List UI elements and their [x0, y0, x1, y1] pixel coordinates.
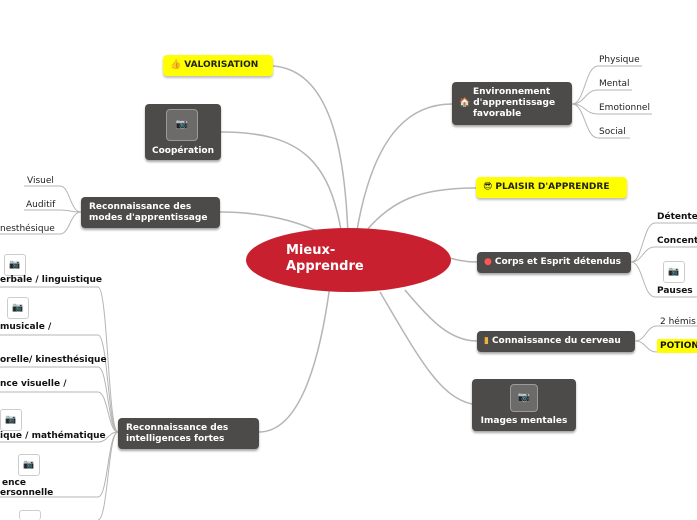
leaf-pauses[interactable]: Pauses: [657, 286, 693, 296]
leaf-emotionnel[interactable]: Emotionnel: [599, 103, 650, 113]
leaf-auditif[interactable]: Auditif: [26, 200, 56, 210]
image-placeholder-icon: 📷: [7, 297, 29, 319]
node-images-mentales[interactable]: 📷 Images mentales: [472, 379, 576, 431]
leaf-mental[interactable]: Mental: [599, 79, 630, 89]
leaf-visuelle[interactable]: nce visuelle /: [0, 379, 67, 389]
node-cerveau-label: Connaissance du cerveau: [491, 336, 621, 346]
node-images-mentales-label: Images mentales: [480, 416, 568, 426]
image-placeholder-icon: 📷: [166, 109, 198, 141]
leaf-visuel[interactable]: Visuel: [27, 176, 54, 186]
node-cooperation[interactable]: 📷 Coopération: [145, 104, 221, 160]
node-valorisation-label: VALORISATION: [184, 60, 259, 70]
node-environnement-line3: favorable: [473, 109, 522, 119]
image-placeholder-icon: 📷: [663, 261, 685, 283]
leaf-kinesthesique[interactable]: nesthésique: [0, 224, 55, 234]
leaf-detente[interactable]: Détente: [657, 212, 697, 222]
devil-face-icon: ●: [484, 257, 492, 267]
image-placeholder-icon: [19, 510, 41, 520]
thumbs-up-icon: 👍: [170, 60, 182, 70]
leaf-musicale[interactable]: musicale /: [0, 322, 52, 332]
node-intelligences-line1: Reconnaissance des: [126, 423, 229, 433]
node-corps[interactable]: ●Corps et Esprit détendus: [477, 252, 631, 273]
image-placeholder-icon: 📷: [18, 454, 40, 476]
leaf-social[interactable]: Social: [599, 127, 626, 137]
central-topic[interactable]: Mieux- Apprendre: [246, 228, 451, 292]
image-placeholder-icon: 📷: [510, 384, 538, 412]
image-placeholder-icon: 📷: [0, 409, 22, 431]
node-intelligences[interactable]: Reconnaissance des intelligences fortes: [118, 418, 259, 449]
central-topic-line2: Apprendre: [286, 259, 364, 274]
node-cerveau[interactable]: ▮Connaissance du cerveau: [477, 331, 635, 352]
leaf-hemispheres[interactable]: 2 hémis: [660, 317, 696, 327]
node-plaisir[interactable]: 😎PLAISIR D'APPRENDRE: [476, 177, 627, 198]
leaf-physique[interactable]: Physique: [599, 55, 640, 65]
node-valorisation[interactable]: 👍VALORISATION: [163, 55, 273, 76]
node-corps-label: Corps et Esprit détendus: [494, 257, 622, 267]
leaf-logique[interactable]: ique / mathématique: [0, 431, 106, 441]
node-modes[interactable]: Reconnaissance des modes d'apprentissage: [81, 197, 220, 228]
sunglasses-icon: 😎: [483, 182, 493, 192]
node-cooperation-label: Coopération: [151, 146, 214, 156]
node-environnement-line1: Environnement: [473, 87, 551, 97]
central-topic-line1: Mieux-: [286, 243, 336, 258]
node-modes-line1: Reconnaissance des: [89, 202, 192, 212]
note-icon: ▮: [484, 336, 489, 346]
image-placeholder-icon: 📷: [4, 254, 26, 276]
node-environnement-line2: d'apprentissage: [473, 98, 556, 108]
leaf-corporelle[interactable]: orelle/ kinesthésique: [0, 355, 107, 365]
node-modes-line2: modes d'apprentissage: [89, 213, 208, 223]
leaf-intelligence[interactable]: ence: [2, 478, 26, 488]
node-plaisir-label: PLAISIR D'APPRENDRE: [495, 182, 610, 192]
leaf-verbale[interactable]: erbale / linguistique: [0, 275, 103, 285]
leaf-concent[interactable]: Concent: [657, 236, 697, 246]
house-icon: 🏠: [459, 98, 471, 108]
node-intelligences-line2: intelligences fortes: [126, 434, 225, 444]
leaf-potion[interactable]: POTION: [657, 339, 697, 353]
node-environnement[interactable]: Environnement 🏠d'apprentissage favorable: [452, 82, 572, 125]
leaf-interpersonnelle[interactable]: ersonnelle: [0, 488, 54, 498]
